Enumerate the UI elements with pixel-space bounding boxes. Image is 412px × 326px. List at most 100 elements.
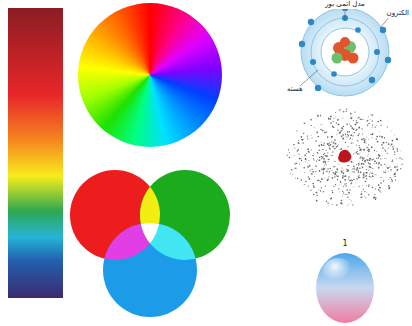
cloud-dot xyxy=(331,136,333,138)
cloud-dot xyxy=(318,159,320,161)
cloud-dot xyxy=(365,197,366,198)
cloud-dot xyxy=(349,131,351,133)
cloud-dot xyxy=(391,144,392,145)
cloud-dot xyxy=(324,153,325,154)
cloud-dot xyxy=(396,166,398,168)
cloud-dot xyxy=(362,119,363,120)
cloud-dot xyxy=(387,167,389,169)
cloud-dot xyxy=(361,185,363,187)
cloud-dot xyxy=(351,118,353,120)
cloud-dot xyxy=(360,148,362,150)
cloud-dot xyxy=(330,144,332,146)
cloud-dot xyxy=(394,154,395,155)
cloud-dot xyxy=(393,134,395,136)
cloud-dot xyxy=(363,163,365,165)
cloud-dot xyxy=(360,119,362,121)
cloud-dot xyxy=(383,180,384,181)
cloud-dot xyxy=(356,129,357,130)
cloud-dot xyxy=(351,142,352,143)
cloud-dot xyxy=(342,175,344,177)
cloud-dot xyxy=(320,156,322,158)
cloud-dot xyxy=(344,175,346,177)
cloud-dot xyxy=(380,164,382,166)
cloud-dot xyxy=(388,143,390,145)
cloud-dot xyxy=(353,166,355,168)
cloud-dot xyxy=(358,172,359,173)
cloud-dot xyxy=(311,125,312,126)
cloud-dot xyxy=(366,178,367,179)
cloud-dot xyxy=(340,202,342,204)
cloud-dot xyxy=(346,189,347,190)
cloud-dot xyxy=(301,179,303,181)
cloud-dot xyxy=(368,150,370,152)
cloud-dot xyxy=(351,168,353,170)
cloud-dot xyxy=(319,160,320,161)
cloud-dot xyxy=(331,136,332,137)
cloud-dot xyxy=(323,177,325,179)
cloud-dot xyxy=(395,179,396,180)
cloud-dot xyxy=(329,148,330,149)
cloud-dot xyxy=(391,143,392,144)
cloud-dot xyxy=(358,175,359,176)
cloud-dot xyxy=(384,137,386,139)
cloud-dot xyxy=(383,171,384,172)
cloud-dot xyxy=(374,126,375,127)
cloud-dot xyxy=(303,133,304,134)
cloud-dot xyxy=(337,144,339,146)
cloud-dot xyxy=(373,158,374,159)
cloud-dot xyxy=(358,133,359,134)
cloud-dot xyxy=(396,138,398,140)
cloud-dot xyxy=(391,130,393,132)
cloud-dot xyxy=(368,186,369,187)
cloud-dot xyxy=(327,161,329,163)
cloud-dot xyxy=(336,168,337,169)
cloud-dot xyxy=(363,158,364,159)
cloud-dot xyxy=(326,201,327,202)
cloud-dot xyxy=(342,169,344,171)
cloud-dot xyxy=(307,148,309,150)
cloud-dot xyxy=(365,181,366,182)
cloud-dot xyxy=(366,192,368,194)
cloud-dot xyxy=(332,192,334,194)
cloud-dot xyxy=(380,158,381,159)
cloud-dot xyxy=(321,145,322,146)
cloud-dot xyxy=(296,163,297,164)
cloud-dot xyxy=(343,111,345,113)
cloud-dot xyxy=(343,173,344,174)
cloud-dot xyxy=(353,142,354,143)
cloud-dot xyxy=(364,191,365,192)
cloud-dot xyxy=(335,171,337,173)
cloud-dot xyxy=(298,140,299,141)
cloud-dot xyxy=(394,166,396,168)
cloud-dot xyxy=(331,198,332,199)
cloud-dot xyxy=(317,136,319,138)
cloud-dot xyxy=(372,173,373,174)
cloud-dot xyxy=(351,139,353,141)
cloud-dot xyxy=(353,186,355,188)
cloud-dot xyxy=(329,119,330,120)
cloud-dot xyxy=(361,119,362,120)
cloud-dot xyxy=(358,161,360,163)
nucleus-label: هسته xyxy=(287,86,303,94)
cloud-dot xyxy=(336,175,337,176)
atom-title: مدل اتمی بور xyxy=(325,1,365,9)
cloud-dot xyxy=(368,169,370,171)
cloud-dot xyxy=(362,163,364,165)
cloud-dot xyxy=(337,175,339,177)
cloud-dot xyxy=(400,168,401,169)
cloud-dot xyxy=(320,181,322,183)
cloud-dot xyxy=(288,149,289,150)
cloud-dot xyxy=(389,145,391,147)
cloud-dot xyxy=(327,143,329,145)
cloud-dot xyxy=(371,126,373,128)
cloud-dot xyxy=(366,175,368,177)
cloud-dot xyxy=(343,186,344,187)
cloud-dot xyxy=(327,168,328,169)
cloud-dot xyxy=(319,157,320,158)
cloud-dot xyxy=(394,173,395,174)
cloud-dot xyxy=(304,161,306,163)
cloud-dot xyxy=(361,139,363,141)
cloud-dot xyxy=(351,116,353,118)
cloud-dot xyxy=(338,124,340,126)
cloud-dot xyxy=(358,186,359,187)
